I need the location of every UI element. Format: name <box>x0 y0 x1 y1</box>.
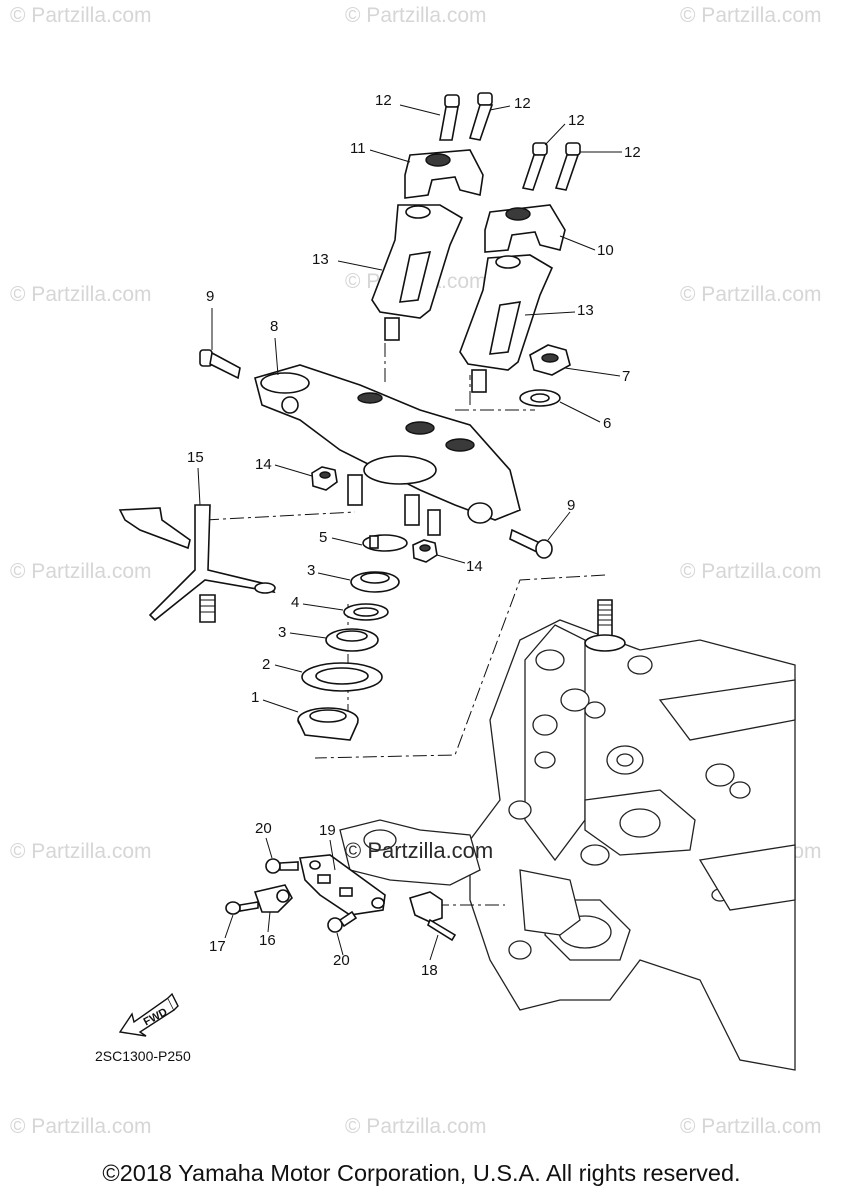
callout-1: 1 <box>251 689 260 706</box>
watermark: © Partzilla.com <box>10 283 152 306</box>
fwd-arrow-icon: FWD <box>118 992 179 1037</box>
callout-10: 10 <box>597 242 614 259</box>
ring-nut-3a <box>350 571 400 593</box>
callout-8: 8 <box>270 318 279 335</box>
callout-13: 13 <box>577 302 594 319</box>
callout-13: 13 <box>312 251 329 268</box>
ring-nut-3b <box>325 628 379 652</box>
callout-3: 3 <box>278 624 287 641</box>
watermark: © Partzilla.com <box>10 1115 152 1138</box>
bolt-12b <box>468 92 494 141</box>
callout-6: 6 <box>603 415 612 432</box>
callout-19: 19 <box>319 822 336 839</box>
alignment-line <box>314 574 606 759</box>
callout-14: 14 <box>466 558 483 575</box>
copyright-notice: ©2018 Yamaha Motor Corporation, U.S.A. A… <box>102 1160 741 1186</box>
diagram-code: 2SC1300-P250 <box>95 1048 191 1064</box>
bolt-20a <box>265 858 299 874</box>
handlebar-holder-upper-10 <box>484 204 566 253</box>
bracket-19 <box>299 854 386 916</box>
callout-18: 18 <box>421 962 438 979</box>
washer-6 <box>519 389 561 407</box>
callout-12: 12 <box>514 95 531 112</box>
sensor-18 <box>409 891 457 942</box>
seal-2 <box>301 662 383 692</box>
handlebar-holder-lower-13a <box>371 204 464 341</box>
callout-20: 20 <box>255 820 272 837</box>
alignment-line <box>204 511 356 521</box>
watermark: © Partzilla.com <box>680 560 822 583</box>
callout-9: 9 <box>567 497 576 514</box>
bolt-20b <box>327 910 358 933</box>
callout-4: 4 <box>291 594 300 611</box>
nut-14a <box>311 466 338 491</box>
bracket-15 <box>118 504 276 623</box>
bolt-9b <box>509 528 553 559</box>
bolt-9a <box>199 349 241 380</box>
watermark: © Partzilla.com <box>680 1115 822 1138</box>
callout-16: 16 <box>259 932 276 949</box>
center-watermark: © Partzilla.com <box>345 838 494 863</box>
bolt-12a <box>439 94 460 141</box>
callout-12: 12 <box>624 144 641 161</box>
callout-2: 2 <box>262 656 271 673</box>
callout-7: 7 <box>622 368 631 385</box>
callout-17: 17 <box>209 938 226 955</box>
callout-20: 20 <box>333 952 350 969</box>
nut-14b <box>412 539 438 563</box>
fwd-label: FWD <box>142 1006 170 1028</box>
callout-11: 11 <box>350 140 366 157</box>
bearing-1 <box>297 707 359 741</box>
callout-9: 9 <box>206 288 215 305</box>
watermark: © Partzilla.com <box>10 560 152 583</box>
watermark: © Partzilla.com <box>10 840 152 863</box>
clip-16 <box>253 884 293 913</box>
watermark: © Partzilla.com <box>345 1115 487 1138</box>
lock-washer-4 <box>343 603 389 621</box>
watermark: © Partzilla.com <box>10 4 152 27</box>
bolt-12d <box>554 142 581 191</box>
callout-15: 15 <box>187 449 204 466</box>
upper-bracket-8 <box>254 364 521 536</box>
callout-5: 5 <box>319 529 328 546</box>
callout-3: 3 <box>307 562 316 579</box>
callout-12: 12 <box>375 92 392 109</box>
watermark: © Partzilla.com <box>345 4 487 27</box>
screw-17 <box>225 901 259 915</box>
callout-14: 14 <box>255 456 272 473</box>
collar-5 <box>362 534 408 552</box>
watermark: © Partzilla.com <box>680 283 822 306</box>
frame-head-pipe <box>339 599 796 1071</box>
bolt-12c <box>521 142 548 191</box>
handlebar-holder-lower-13b <box>459 254 554 393</box>
nut-7 <box>529 344 571 376</box>
watermark: © Partzilla.com <box>680 4 822 27</box>
callout-12: 12 <box>568 112 585 129</box>
handlebar-holder-upper-11 <box>404 149 484 199</box>
